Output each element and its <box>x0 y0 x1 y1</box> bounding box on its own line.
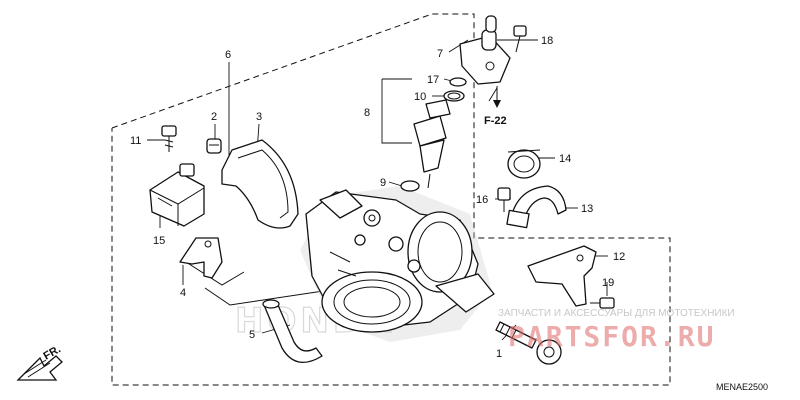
oring-9-icon <box>400 180 420 192</box>
callout-17: 17 <box>427 74 439 86</box>
callouts: 1 2 3 4 5 6 7 8 9 10 11 12 13 14 15 16 1… <box>130 35 625 360</box>
callout-4: 4 <box>180 287 186 299</box>
sensor-15-icon <box>149 163 205 227</box>
callout-2: 2 <box>211 111 217 123</box>
diagram-code: MENAE2500 <box>716 382 768 392</box>
bolt-19-icon <box>590 297 615 309</box>
callout-6: 6 <box>225 49 231 61</box>
bracket-12-icon <box>527 245 597 307</box>
callout-13: 13 <box>581 203 593 215</box>
cap-2-icon <box>206 138 222 154</box>
assembly-boundary <box>111 13 671 386</box>
joint-7-icon <box>459 15 511 85</box>
front-direction-icon <box>16 355 63 381</box>
callout-8: 8 <box>364 107 370 119</box>
watermark-logo: PARTSFOR.RU <box>508 320 715 353</box>
callout-12: 12 <box>613 251 625 263</box>
callout-14: 14 <box>559 153 571 165</box>
injector-8-icon <box>413 99 451 189</box>
stud-1-icon <box>495 321 562 365</box>
callout-7: 7 <box>437 48 443 60</box>
callout-15: 15 <box>153 235 165 247</box>
leader-lines <box>147 39 608 341</box>
callout-18: 18 <box>541 35 553 47</box>
callout-16: 16 <box>476 194 488 206</box>
reference-label: F-22 <box>484 115 507 127</box>
callout-5: 5 <box>249 329 255 341</box>
frame-lines <box>185 261 331 306</box>
hose-5-icon <box>262 299 323 364</box>
bolt-11-icon <box>161 125 177 152</box>
cover-3-icon <box>221 139 299 229</box>
grommet-14-icon <box>507 149 541 179</box>
callout-19: 19 <box>602 277 614 289</box>
watermark-tagline: ЗАПЧАСТИ И АКСЕССУАРЫ ДЛЯ МОТОТЕХНИКИ <box>498 308 735 319</box>
bolt-16-icon <box>497 187 511 212</box>
callout-1: 1 <box>496 348 502 360</box>
reference-arrow-icon <box>493 86 501 108</box>
callout-3: 3 <box>256 111 262 123</box>
callout-11: 11 <box>130 135 141 147</box>
ring-17-icon <box>449 77 467 87</box>
bolt-18-icon <box>513 25 527 53</box>
ring-10-icon <box>443 90 465 102</box>
clamp-13-icon <box>506 185 567 229</box>
callout-10: 10 <box>414 91 426 103</box>
throttle-body <box>300 186 495 342</box>
bracket-4-icon <box>179 237 223 279</box>
callout-9: 9 <box>380 177 386 189</box>
